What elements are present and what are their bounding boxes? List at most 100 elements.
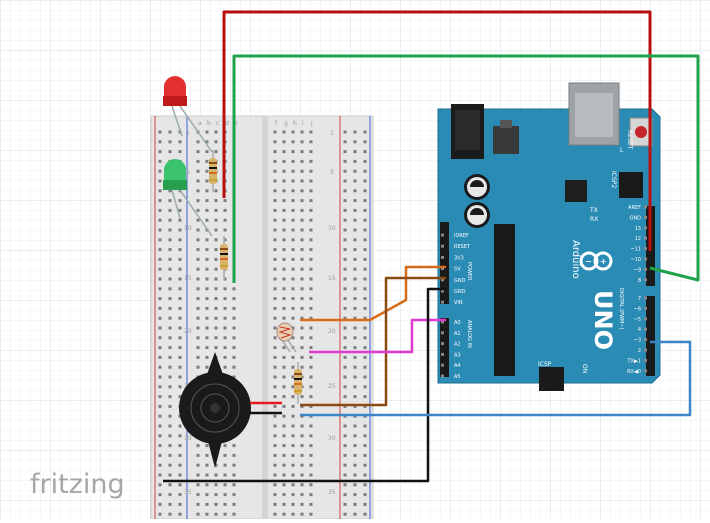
breadboard-hole[interactable]: [196, 218, 200, 222]
breadboard-hole[interactable]: [282, 297, 286, 301]
breadboard-hole[interactable]: [158, 336, 162, 340]
breadboard-hole[interactable]: [214, 228, 218, 232]
breadboard-hole[interactable]: [232, 297, 236, 301]
breadboard-hole[interactable]: [232, 444, 236, 448]
breadboard-hole[interactable]: [178, 277, 182, 281]
digital-top-pin-hole[interactable]: [644, 215, 647, 219]
breadboard-hole[interactable]: [363, 130, 367, 134]
breadboard-hole[interactable]: [353, 150, 357, 154]
breadboard-hole[interactable]: [363, 189, 367, 193]
breadboard-hole[interactable]: [282, 316, 286, 320]
breadboard-hole[interactable]: [343, 277, 347, 281]
breadboard-hole[interactable]: [343, 316, 347, 320]
breadboard-hole[interactable]: [282, 287, 286, 291]
breadboard-hole[interactable]: [273, 130, 277, 134]
breadboard-hole[interactable]: [214, 512, 218, 516]
breadboard-hole[interactable]: [223, 463, 227, 467]
breadboard-hole[interactable]: [205, 365, 209, 369]
breadboard-hole[interactable]: [273, 228, 277, 232]
breadboard-hole[interactable]: [232, 346, 236, 350]
breadboard-hole[interactable]: [300, 404, 304, 408]
power-pin-hole[interactable]: [441, 278, 444, 282]
breadboard-hole[interactable]: [232, 483, 236, 487]
breadboard-hole[interactable]: [196, 238, 200, 242]
breadboard-hole[interactable]: [309, 404, 313, 408]
breadboard-hole[interactable]: [196, 150, 200, 154]
breadboard-hole[interactable]: [309, 483, 313, 487]
breadboard-hole[interactable]: [291, 208, 295, 212]
breadboard-hole[interactable]: [205, 483, 209, 487]
breadboard-hole[interactable]: [309, 130, 313, 134]
breadboard-hole[interactable]: [282, 414, 286, 418]
breadboard-hole[interactable]: [158, 238, 162, 242]
breadboard-hole[interactable]: [205, 189, 209, 193]
breadboard-hole[interactable]: [300, 502, 304, 506]
breadboard-hole[interactable]: [168, 218, 172, 222]
wire-brown[interactable]: [300, 276, 446, 407]
digital-bottom-pin-hole[interactable]: [644, 317, 647, 321]
breadboard-hole[interactable]: [343, 453, 347, 457]
breadboard-hole[interactable]: [282, 346, 286, 350]
breadboard-hole[interactable]: [205, 297, 209, 301]
breadboard-hole[interactable]: [309, 316, 313, 320]
breadboard-hole[interactable]: [363, 404, 367, 408]
breadboard-hole[interactable]: [273, 218, 277, 222]
breadboard-hole[interactable]: [168, 453, 172, 457]
breadboard-hole[interactable]: [291, 355, 295, 359]
breadboard-hole[interactable]: [353, 306, 357, 310]
breadboard-hole[interactable]: [300, 257, 304, 261]
breadboard-hole[interactable]: [223, 512, 227, 516]
breadboard-hole[interactable]: [343, 463, 347, 467]
breadboard-hole[interactable]: [196, 463, 200, 467]
breadboard-hole[interactable]: [309, 375, 313, 379]
breadboard-hole[interactable]: [196, 493, 200, 497]
breadboard-hole[interactable]: [291, 189, 295, 193]
breadboard-hole[interactable]: [205, 208, 209, 212]
breadboard-hole[interactable]: [196, 473, 200, 477]
led-red[interactable]: [163, 76, 213, 153]
breadboard-hole[interactable]: [168, 130, 172, 134]
breadboard-hole[interactable]: [273, 365, 277, 369]
breadboard-hole[interactable]: [178, 150, 182, 154]
breadboard-hole[interactable]: [300, 267, 304, 271]
breadboard-hole[interactable]: [363, 346, 367, 350]
breadboard-hole[interactable]: [343, 159, 347, 163]
breadboard-hole[interactable]: [214, 502, 218, 506]
breadboard-hole[interactable]: [158, 493, 162, 497]
breadboard-hole[interactable]: [343, 404, 347, 408]
breadboard-hole[interactable]: [168, 208, 172, 212]
breadboard-hole[interactable]: [300, 424, 304, 428]
breadboard-hole[interactable]: [196, 257, 200, 261]
breadboard-hole[interactable]: [223, 444, 227, 448]
breadboard-hole[interactable]: [232, 375, 236, 379]
breadboard-hole[interactable]: [178, 434, 182, 438]
breadboard-hole[interactable]: [363, 483, 367, 487]
breadboard-hole[interactable]: [363, 179, 367, 183]
breadboard-hole[interactable]: [168, 483, 172, 487]
digital-top-pin-hole[interactable]: [644, 226, 647, 230]
breadboard-hole[interactable]: [353, 355, 357, 359]
breadboard-hole[interactable]: [168, 502, 172, 506]
breadboard-hole[interactable]: [343, 257, 347, 261]
breadboard-hole[interactable]: [309, 218, 313, 222]
breadboard-hole[interactable]: [214, 277, 218, 281]
breadboard-hole[interactable]: [158, 414, 162, 418]
breadboard-hole[interactable]: [214, 336, 218, 340]
breadboard-hole[interactable]: [223, 453, 227, 457]
breadboard-hole[interactable]: [214, 189, 218, 193]
breadboard-hole[interactable]: [300, 395, 304, 399]
breadboard-hole[interactable]: [353, 130, 357, 134]
breadboard-hole[interactable]: [273, 375, 277, 379]
breadboard-hole[interactable]: [178, 346, 182, 350]
breadboard-hole[interactable]: [168, 306, 172, 310]
breadboard-hole[interactable]: [363, 140, 367, 144]
breadboard-hole[interactable]: [282, 189, 286, 193]
breadboard-hole[interactable]: [158, 502, 162, 506]
breadboard-hole[interactable]: [273, 434, 277, 438]
breadboard-hole[interactable]: [196, 297, 200, 301]
breadboard-hole[interactable]: [291, 140, 295, 144]
breadboard-hole[interactable]: [291, 336, 295, 340]
breadboard-hole[interactable]: [291, 395, 295, 399]
breadboard-hole[interactable]: [300, 228, 304, 232]
breadboard-hole[interactable]: [353, 316, 357, 320]
